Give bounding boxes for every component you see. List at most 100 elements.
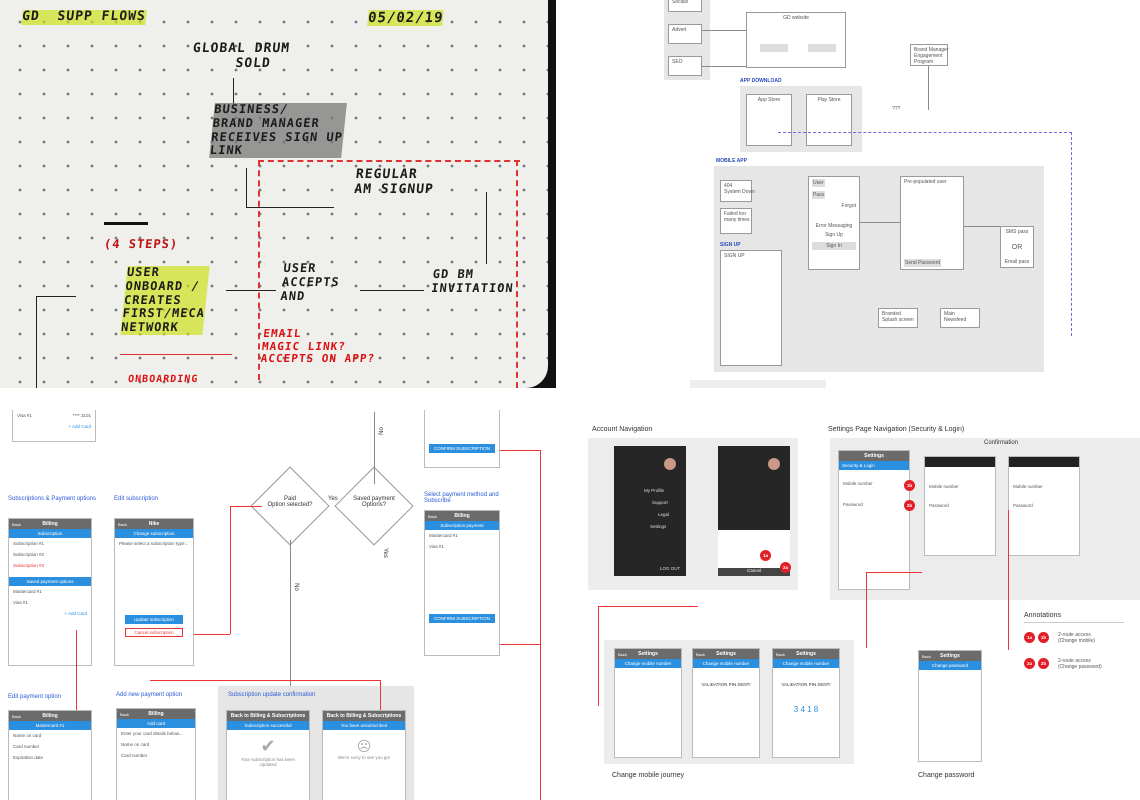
- mobile-number-label-3: Mobile number: [1013, 484, 1043, 489]
- sub3-row[interactable]: Subscription #3: [9, 560, 91, 571]
- validation-pin-text: VALIDATION PIN SENT!: [701, 682, 751, 687]
- badge-2b: 2b: [904, 500, 915, 511]
- password-label-3: Password: [1013, 503, 1033, 508]
- back-button[interactable]: Back: [12, 521, 21, 527]
- mobile-number-row[interactable]: Mobile number: [839, 478, 909, 489]
- back-button-4[interactable]: Back: [12, 713, 21, 719]
- h-add-payment: Add new payment option: [116, 692, 183, 698]
- annotation-b-text: 2-route access (Change password): [1058, 658, 1102, 671]
- red-connector: [230, 506, 262, 507]
- my-profile-item[interactable]: My Profile: [644, 488, 665, 493]
- confirm-subscription-button-2[interactable]: CONFIRM SUBSCRIPTION: [429, 614, 495, 623]
- no-label-2: No: [378, 427, 385, 435]
- back-button-7[interactable]: Back: [696, 651, 705, 657]
- sketch-steps: (4 STEPS): [103, 237, 179, 251]
- back-button-3[interactable]: Back: [428, 513, 437, 519]
- back-to-billing-bar[interactable]: Back to Billing & Subscriptions: [227, 711, 309, 721]
- update-subscription-button[interactable]: Update subscription: [125, 615, 183, 624]
- sub2-row[interactable]: Subscription #2: [9, 549, 91, 560]
- connector: [702, 66, 746, 67]
- card-number-label-2: Card number: [121, 753, 148, 758]
- cancel-button[interactable]: Cancel: [718, 568, 790, 576]
- change-mobile-header-2: Change mobile number: [693, 659, 759, 668]
- signup-section-label: SIGN UP: [720, 242, 741, 248]
- sketch-timeline: [104, 222, 148, 225]
- bottom-sheet: Cancel: [718, 530, 790, 576]
- visa-label: Visa #1: [17, 413, 32, 418]
- annotations-divider: [1024, 622, 1124, 623]
- gd-website-box: GD website: [746, 12, 846, 68]
- connector: [374, 412, 375, 484]
- avatar: [664, 458, 676, 470]
- unsubscribed-header: You have unsubscribed: [323, 721, 405, 730]
- logout-item[interactable]: LOG OUT: [660, 566, 681, 571]
- forgot-link: Forgot: [841, 203, 856, 209]
- connector: [290, 540, 291, 690]
- card-number-label: Card number: [13, 744, 40, 749]
- visa-row-3[interactable]: Visa #1: [425, 541, 499, 552]
- mobile-number-row-2: Mobile number: [925, 481, 995, 492]
- sign-in-button: Sign In: [812, 242, 856, 250]
- change-mobile-header: Change mobile number: [615, 659, 681, 668]
- red-connector: [866, 572, 867, 648]
- settings-item[interactable]: Settings: [650, 524, 667, 529]
- red-connector: [150, 680, 380, 681]
- mastercard-label-2: Mastercard #1: [429, 533, 458, 538]
- dashed-route: [778, 132, 1072, 336]
- add-card-link-2[interactable]: + Add Card: [64, 611, 87, 616]
- send-password: Send Password: [904, 259, 942, 267]
- badge-1a: 1a: [760, 550, 771, 561]
- back-to-billing-bar-2[interactable]: Back to Billing & Subscriptions: [323, 711, 405, 721]
- settings-title-3: Settings: [716, 651, 736, 657]
- h-select-payment: Select payment method and Subscribe: [424, 492, 499, 504]
- password-label-2: Password: [929, 503, 949, 508]
- connector: [860, 222, 900, 223]
- connector: [928, 66, 929, 110]
- pin-digits[interactable]: 3 4 1 8: [793, 705, 819, 714]
- notebook-page: [0, 0, 548, 388]
- yes-label-2: Yes: [381, 548, 388, 558]
- sub1-row[interactable]: Subscription #1: [9, 538, 91, 549]
- confirm-subscription-button[interactable]: CONFIRM SUBSCRIPTION: [429, 444, 495, 453]
- mastercard-row-2[interactable]: Mastercard #1: [425, 530, 499, 541]
- annotations-title: Annotations: [1024, 612, 1061, 619]
- back-button-5[interactable]: Back: [120, 711, 129, 717]
- legend-badge-1a: 1a: [1024, 632, 1035, 643]
- add-card-header: Add card: [117, 719, 195, 728]
- signup-form: SIGN UP: [720, 250, 782, 366]
- legend-badge-2a: 2a: [1024, 658, 1035, 669]
- question-label: ???: [892, 106, 901, 112]
- security-login-tab[interactable]: Security & Login: [839, 461, 909, 470]
- app-store-box: App Store: [746, 94, 792, 146]
- subscription-payment-header: Subscription payment: [425, 521, 499, 530]
- change-password-title: Change password: [918, 772, 975, 779]
- support-item[interactable]: Support: [652, 500, 668, 505]
- sub-updated-text: Your subscription has been Updated: [240, 757, 296, 767]
- mastercard-row[interactable]: Mastercard #1: [9, 586, 91, 597]
- website-block: [808, 44, 836, 52]
- connector: [964, 226, 1000, 227]
- saved-payment-text: Saved payment Options?: [353, 496, 395, 508]
- change-mobile-journey-title: Change mobile journey: [612, 772, 684, 779]
- back-button-9[interactable]: Back: [922, 653, 931, 659]
- visa-row-2[interactable]: Visa #1: [9, 597, 91, 608]
- mobile-number-label: Mobile number: [843, 481, 873, 486]
- back-button-8[interactable]: Back: [776, 651, 785, 657]
- add-card-link[interactable]: + Add Card: [68, 424, 91, 429]
- h-edit-payment: Edit payment option: [8, 694, 62, 700]
- account-nav-screen-1: My Profile Support Legal Settings LOG OU…: [614, 446, 686, 576]
- back-button-2[interactable]: Back: [118, 521, 127, 527]
- connector: [702, 30, 746, 31]
- legal-item[interactable]: Legal: [658, 512, 670, 517]
- cancel-subscription-button[interactable]: Cancel subscription: [125, 628, 183, 637]
- badge-2a: 2a: [780, 562, 791, 573]
- back-button-6[interactable]: Back: [618, 651, 627, 657]
- password-row[interactable]: Password: [839, 499, 909, 510]
- mobile-number-row-3: Mobile number: [1009, 481, 1079, 492]
